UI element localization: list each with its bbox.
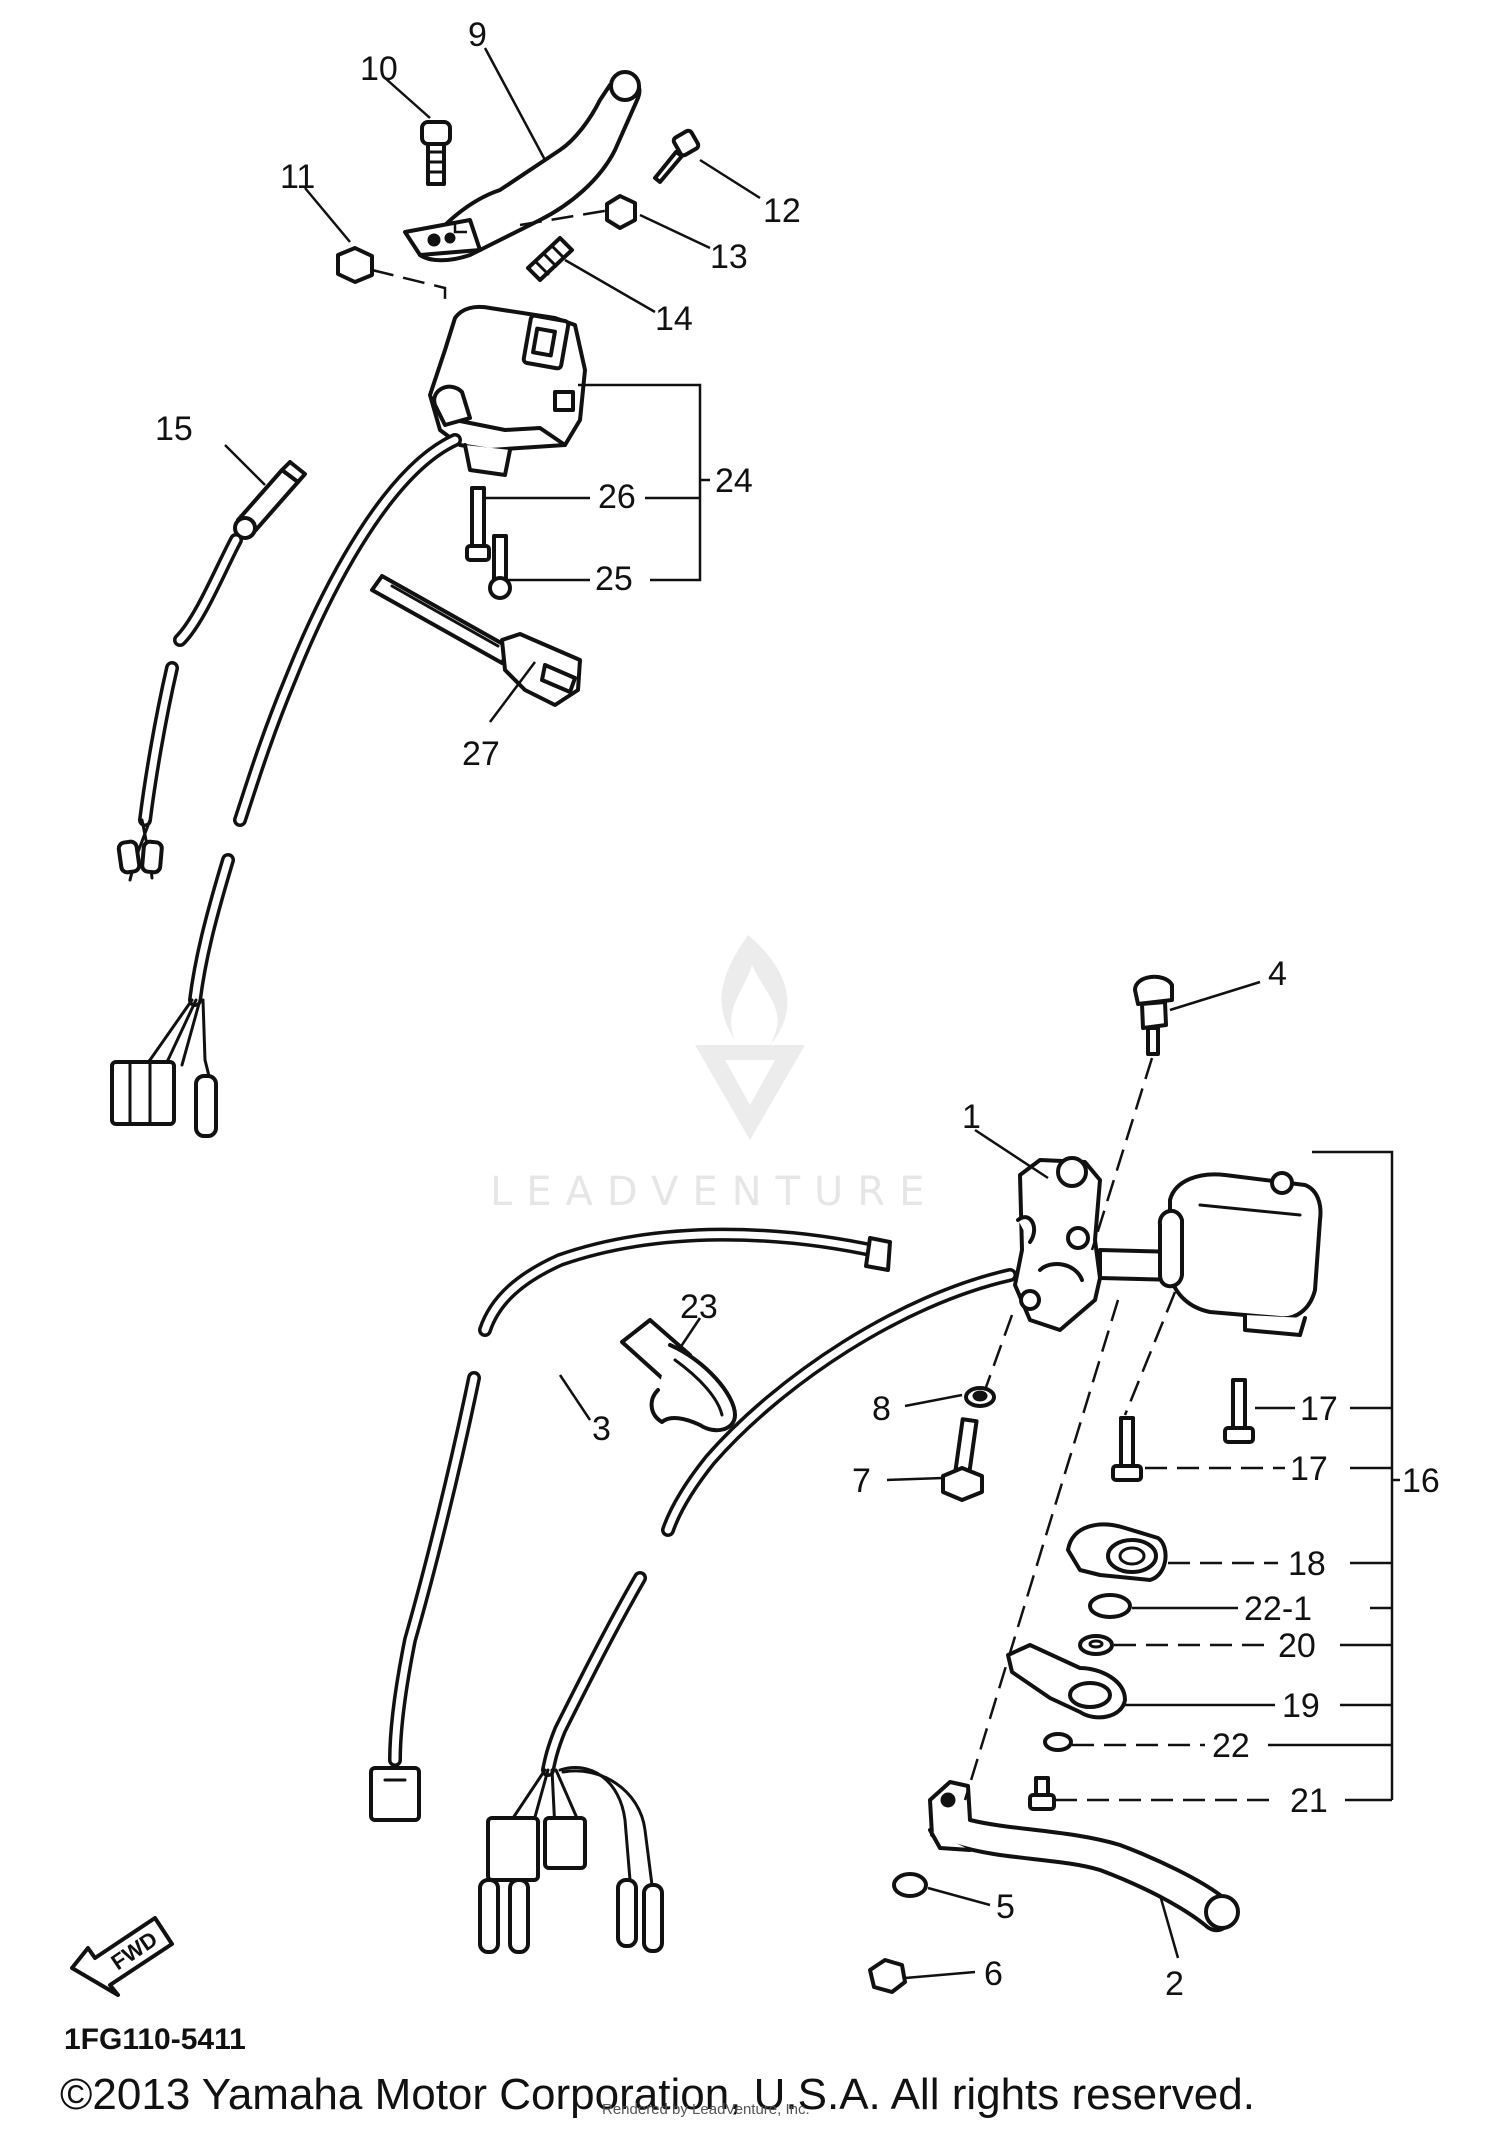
part-15-switch (233, 460, 307, 540)
switch-16-harness (478, 1268, 1017, 1954)
watermark-v-icon (695, 1045, 805, 1140)
part-18-cam (1066, 1522, 1168, 1582)
callout-9: 9 (468, 16, 487, 54)
diagram-code: 1FG110-5411 (64, 2023, 246, 2056)
part-2-lever (928, 1780, 1240, 1933)
part-8-washer (964, 1386, 996, 1408)
callout-19: 19 (1282, 1687, 1320, 1725)
watermark-flame-icon (721, 935, 788, 1045)
part-13-nut (605, 194, 637, 230)
callout-18: 18 (1288, 1545, 1326, 1583)
callout-22: 22 (1212, 1727, 1250, 1765)
part-22-washer (1043, 1732, 1073, 1752)
part-4-screw (1133, 974, 1174, 1056)
callout-24: 24 (715, 462, 753, 500)
part-24-switch-housing (428, 304, 587, 477)
part-14-spring (526, 236, 574, 282)
callout-17b: 17 (1290, 1450, 1328, 1488)
callout-3: 3 (592, 1410, 611, 1448)
part-22-1-washer (1088, 1593, 1132, 1619)
part-6-nut (868, 1958, 907, 1994)
callout-5: 5 (996, 1888, 1015, 1926)
part-5-pin (892, 1872, 928, 1898)
fwd-arrow-icon: FWD (70, 1916, 174, 1997)
callout-12: 12 (763, 192, 801, 230)
part-20-washer (1078, 1634, 1114, 1656)
callout-27: 27 (462, 735, 500, 773)
part-16-switch-housing (1157, 1171, 1323, 1337)
part-27-cable-tie (370, 574, 582, 707)
rendered-by-note: Rendered by LeadVenture, Inc. (602, 2101, 810, 2118)
callout-6: 6 (984, 1955, 1003, 1993)
callout-4: 4 (1268, 955, 1287, 993)
callouts: 9 10 11 12 13 14 15 24 26 25 27 4 1 23 3… (155, 16, 1440, 2003)
callout-2: 2 (1165, 1965, 1184, 2003)
callout-8: 8 (872, 1390, 891, 1428)
callout-10: 10 (360, 50, 398, 88)
part-23-clamp (620, 1318, 737, 1433)
part-19-lever-plate (1006, 1643, 1127, 1720)
callout-21: 21 (1290, 1782, 1328, 1820)
part-15-wire (116, 533, 243, 882)
watermark-text: LEADVENTURE (490, 1169, 938, 1215)
callout-14: 14 (655, 300, 693, 338)
part-26-screw (465, 486, 491, 562)
callout-16: 16 (1402, 1462, 1440, 1500)
part-17-screw-a (1223, 1378, 1255, 1444)
callout-11: 11 (280, 158, 315, 196)
part-3-cable (369, 1227, 892, 1822)
callout-15: 15 (155, 410, 193, 448)
leader-lines (224, 47, 1400, 1980)
part-21-screw (1028, 1776, 1056, 1811)
switch-24-harness (110, 433, 462, 1138)
callout-20: 20 (1278, 1627, 1316, 1665)
callout-22-1: 22-1 (1244, 1590, 1312, 1628)
watermark: LEADVENTURE (490, 935, 938, 1215)
part-7-bolt (941, 1417, 984, 1502)
callout-17a: 17 (1300, 1390, 1338, 1428)
part-11-nut (336, 246, 374, 284)
callout-23: 23 (680, 1288, 718, 1326)
callout-13: 13 (710, 238, 748, 276)
callout-1: 1 (962, 1098, 981, 1136)
part-10-pivot-bolt (420, 120, 452, 186)
part-17-screw-b (1111, 1416, 1143, 1482)
copyright-notice: ©2013 Yamaha Motor Corporation, U.S.A. A… (60, 2070, 1255, 2119)
part-1-lever-holder (1013, 1156, 1102, 1332)
callout-26: 26 (598, 478, 636, 516)
callout-7: 7 (852, 1462, 871, 1500)
part-25-screw (488, 534, 512, 600)
part-9-lever (403, 70, 642, 263)
callout-25: 25 (595, 560, 633, 598)
part-12-screw (653, 128, 701, 184)
